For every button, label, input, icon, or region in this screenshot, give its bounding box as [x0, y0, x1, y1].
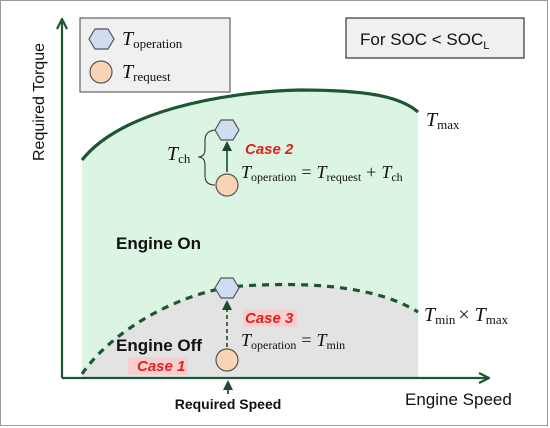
case1-label: Case 1 — [137, 358, 185, 375]
case2-circle-icon — [215, 173, 239, 197]
legend-request-label: Trequest — [122, 61, 171, 84]
y-axis-label: Required Torque — [31, 43, 48, 161]
condition-box — [345, 17, 525, 59]
case2-label: Case 2 — [245, 141, 294, 158]
x-axis-label: Engine Speed — [405, 390, 512, 409]
case3-hexagon-icon — [214, 277, 240, 299]
tmax-label: Tmax — [426, 109, 460, 132]
condition-subscript: L — [483, 40, 489, 52]
hexagon-icon — [88, 28, 115, 50]
case3-equation: Toperation=Tmin — [241, 330, 345, 352]
required-speed-label: Required Speed — [175, 396, 282, 412]
engine-on-label: Engine On — [116, 234, 201, 253]
case3-circle-icon — [215, 348, 239, 372]
tch-label: Tch — [167, 143, 191, 166]
tch-brace — [197, 129, 216, 186]
legend-operation-label: Toperation — [122, 28, 183, 51]
case2-equation: Toperation=Trequest+Tch — [241, 162, 403, 184]
case1-label-bg — [128, 357, 188, 375]
case3-label-bg — [243, 309, 297, 327]
tmax-curve — [80, 88, 420, 161]
tmin-label: Tmin×Tmax — [424, 304, 509, 327]
circle-icon — [89, 60, 113, 84]
case3-label: Case 3 — [245, 310, 294, 327]
engine-off-label: Engine Off — [116, 336, 202, 355]
case2-hexagon-icon — [214, 119, 240, 141]
condition-text: For SOC < SOCL — [360, 30, 489, 52]
